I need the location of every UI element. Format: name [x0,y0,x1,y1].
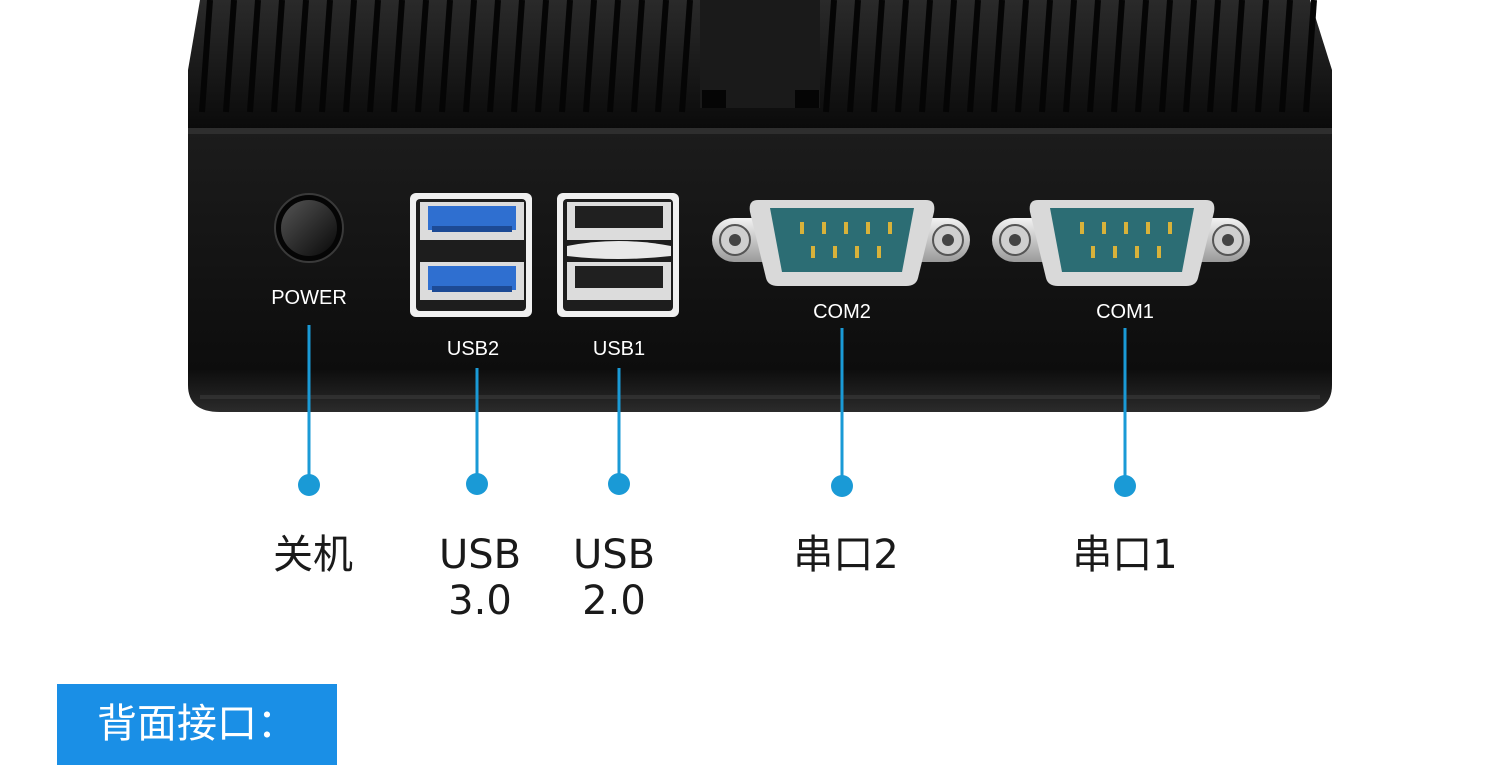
com2-serial-port[interactable] [712,200,970,286]
power-callout-label: 关机 [273,532,353,578]
com1-serial-port[interactable] [992,200,1250,286]
power-label: POWER [271,287,347,309]
usb30-callout-label: USB 3.0 [438,532,522,624]
usb-3-ports[interactable] [410,193,532,317]
heatsink-fin [631,0,645,113]
com2-callout-dot [831,475,853,497]
heatsink-fin [247,0,261,113]
power-button[interactable] [274,193,344,263]
heatsink-fin [199,0,213,113]
com1-label: COM1 [1096,301,1154,323]
heatsink-fin [271,0,285,113]
heatsink-fin [391,0,405,113]
heatsink-fin [655,0,669,113]
usb3-leader-line [475,368,479,485]
heatsink-fin [967,0,981,113]
heatsink-fin [871,0,885,113]
heatsink-fin [1255,0,1269,113]
section-title: 背面接口： [57,684,337,765]
heatsink-fin [1231,0,1245,113]
heatsink-fin [1111,0,1125,113]
heatsink-fin [1135,0,1149,113]
usb20-callout-label: USB 2.0 [572,532,656,624]
heatsink-fin [823,0,837,113]
heatsink-fin [559,0,573,113]
usb3-callout-dot [466,473,488,495]
heatsink-fin [919,0,933,113]
com1-callout-dot [1114,475,1136,497]
serial1-callout-label: 串口1 [1072,532,1178,578]
mini-pc-rear-panel [188,0,1332,412]
heatsink-fin [511,0,525,113]
heatsink-fin [535,0,549,113]
heatsink [188,0,1332,130]
heatsink-fin [895,0,909,113]
usb1-label: USB1 [592,338,646,360]
heatsink-fin [343,0,357,113]
heatsink-fin [1063,0,1077,113]
heatsink-fin [1207,0,1221,113]
heatsink-fin [1183,0,1197,113]
heatsink-fin [679,0,693,113]
heatsink-fin [1015,0,1029,113]
heatsink-fin [415,0,429,113]
heatsink-fin [943,0,957,113]
heatsink-fin [223,0,237,113]
heatsink-fin [1039,0,1053,113]
heatsink-fin [991,0,1005,113]
usb-2-ports[interactable] [557,193,679,317]
power-leader-line [307,325,311,485]
power-callout-dot [298,474,320,496]
usb2-label: USB2 [446,338,500,360]
heatsink-fin [463,0,477,113]
heatsink-fin [1087,0,1101,113]
heatsink-fin [367,0,381,113]
com1-leader-line [1123,328,1127,485]
usb2-leader-line [617,368,621,485]
heatsink-fin [487,0,501,113]
serial2-callout-label: 串口2 [793,532,899,578]
heatsink-fin [319,0,333,113]
com2-label: COM2 [813,301,871,323]
heatsink-fin [295,0,309,113]
heatsink-fin [439,0,453,113]
heatsink-fin [1159,0,1173,113]
heatsink-fin [1279,0,1293,113]
usb2-callout-dot [608,473,630,495]
com2-leader-line [840,328,844,485]
heatsink-fin [847,0,861,113]
heatsink-fin [1303,0,1317,113]
heatsink-fin [607,0,621,113]
heatsink-fin [583,0,597,113]
